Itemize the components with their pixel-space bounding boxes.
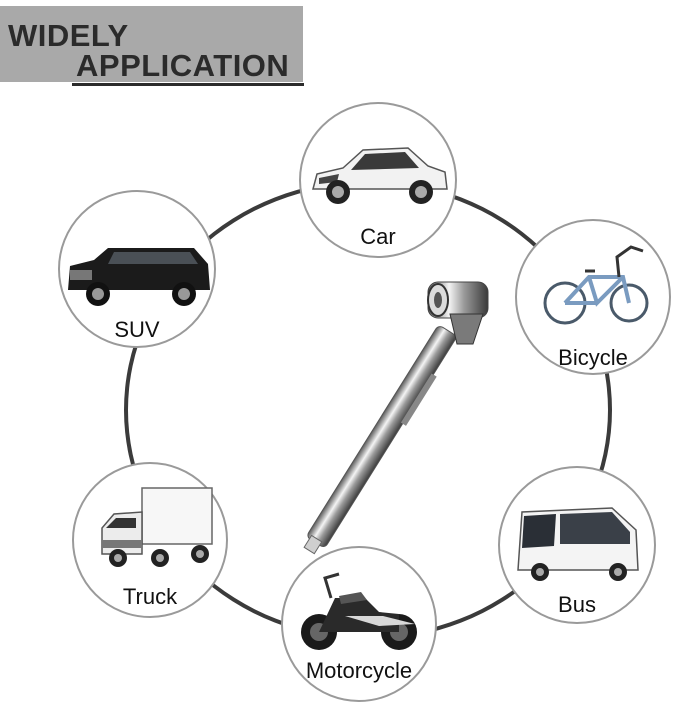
banner-title-line2: APPLICATION bbox=[76, 48, 290, 83]
banner-title-line1: WIDELY bbox=[8, 18, 129, 53]
car-icon bbox=[312, 147, 448, 204]
suv-icon bbox=[68, 248, 210, 306]
vehicle-label-motorcycle: Motorcycle bbox=[305, 658, 413, 683]
vehicle-bubble-suv: SUV bbox=[58, 190, 216, 348]
vehicle-bubble-truck: Truck bbox=[72, 462, 228, 618]
motorcycle-icon bbox=[301, 572, 417, 650]
banner-underline bbox=[72, 83, 304, 86]
vehicle-label-suv: SUV bbox=[114, 317, 160, 342]
vehicle-label-truck: Truck bbox=[122, 584, 178, 609]
vehicle-label-bus: Bus bbox=[558, 592, 596, 617]
vehicle-bubble-bus: Bus bbox=[498, 466, 656, 624]
vehicle-bubble-motorcycle: Motorcycle bbox=[281, 546, 437, 702]
truck-icon bbox=[101, 487, 213, 567]
vehicle-bubble-car: Car bbox=[299, 102, 457, 258]
title-banner: WIDELY APPLICATION bbox=[0, 6, 304, 86]
tire-pressure-gauge-icon bbox=[303, 281, 489, 555]
vehicle-bubble-bicycle: Bicycle bbox=[515, 219, 671, 375]
vehicle-label-car: Car bbox=[360, 224, 396, 249]
vehicle-label-bicycle: Bicycle bbox=[558, 345, 628, 370]
bicycle-icon bbox=[543, 245, 649, 325]
bus-icon bbox=[517, 507, 639, 581]
